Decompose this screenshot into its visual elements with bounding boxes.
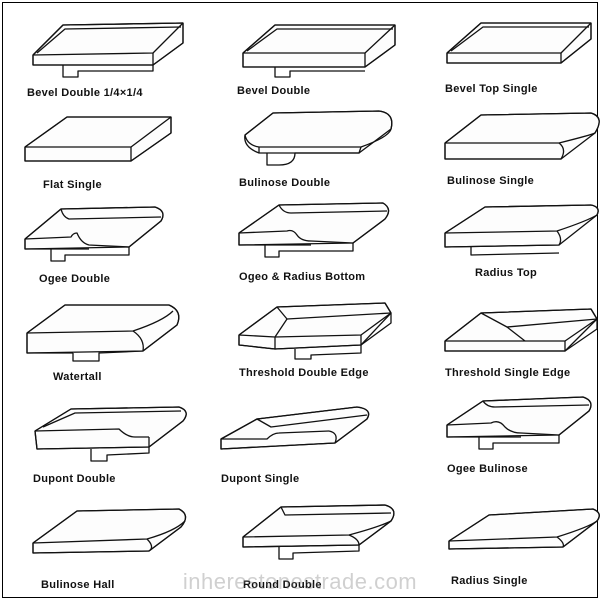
label-bevel-double: Bevel Double xyxy=(237,85,311,97)
label-radius-top: Radius Top xyxy=(475,267,538,279)
profile-bevel-double: Bevel Double xyxy=(235,15,425,110)
label-flat-single: Flat Single xyxy=(43,179,102,191)
profile-flat-single: Flat Single xyxy=(21,113,211,208)
label-dupont-double: Dupont Double xyxy=(33,473,116,485)
radius-top-drawing xyxy=(444,204,599,256)
watertall-drawing xyxy=(26,304,180,362)
profile-dupont-single: Dupont Single xyxy=(217,403,407,498)
profile-radius-top: Radius Top xyxy=(441,199,600,294)
label-ogee-double: Ogee Double xyxy=(39,273,111,285)
profile-watertall: Watertall xyxy=(23,301,213,396)
flat-single-drawing xyxy=(24,116,172,162)
profile-ogee-double: Ogee Double xyxy=(21,203,211,298)
profile-threshold-single-edge: Threshold Single Edge xyxy=(441,303,600,398)
bevel-double-quarter-drawing xyxy=(32,22,184,78)
profile-ogeo-radius-bottom: Ogeo & Radius Bottom xyxy=(235,199,425,294)
label-bulinose-hall: Bulinose Hall xyxy=(41,579,115,591)
profile-round-double: Round Double xyxy=(239,501,429,596)
dupont-double-drawing xyxy=(34,406,187,462)
bulinose-double-drawing xyxy=(244,110,393,166)
profile-bulinose-single: Bulinose Single xyxy=(441,109,600,204)
label-round-double: Round Double xyxy=(243,579,322,591)
profile-threshold-double-edge: Threshold Double Edge xyxy=(235,299,425,394)
label-bevel-double-quarter: Bevel Double 1/4×1/4 xyxy=(27,87,143,99)
profile-bulinose-hall: Bulinose Hall xyxy=(29,501,219,596)
profile-bulinose-double: Bulinose Double xyxy=(239,107,429,202)
bevel-double-drawing xyxy=(242,24,396,78)
label-watertall: Watertall xyxy=(53,371,102,383)
radius-single-drawing xyxy=(448,508,600,550)
profile-bevel-double-quarter: Bevel Double 1/4×1/4 xyxy=(23,15,213,110)
ogee-double-drawing xyxy=(24,206,164,262)
profile-bevel-top-single: Bevel Top Single xyxy=(441,15,600,110)
bulinose-single-drawing xyxy=(444,112,600,160)
threshold-single-edge-drawing xyxy=(444,308,598,352)
ogeo-radius-bottom-drawing xyxy=(238,202,390,258)
label-dupont-single: Dupont Single xyxy=(221,473,300,485)
bulinose-hall-drawing xyxy=(32,508,187,554)
label-bevel-top-single: Bevel Top Single xyxy=(445,83,538,95)
profile-ogee-bulinose: Ogee Bulinose xyxy=(443,393,600,488)
label-threshold-single-edge: Threshold Single Edge xyxy=(445,367,571,379)
label-bulinose-single: Bulinose Single xyxy=(447,175,535,187)
bevel-top-single-drawing xyxy=(446,22,592,64)
round-double-drawing xyxy=(242,504,395,560)
label-radius-single: Radius Single xyxy=(451,575,528,587)
label-ogeo-radius-bottom: Ogeo & Radius Bottom xyxy=(239,271,366,283)
profile-dupont-double: Dupont Double xyxy=(31,403,221,498)
profile-radius-single: Radius Single xyxy=(445,501,600,596)
threshold-double-edge-drawing xyxy=(238,302,392,360)
dupont-single-drawing xyxy=(220,406,370,450)
label-threshold-double-edge: Threshold Double Edge xyxy=(239,367,369,379)
label-ogee-bulinose: Ogee Bulinose xyxy=(447,463,528,475)
label-bulinose-double: Bulinose Double xyxy=(239,177,331,189)
ogee-bulinose-drawing xyxy=(446,396,592,450)
